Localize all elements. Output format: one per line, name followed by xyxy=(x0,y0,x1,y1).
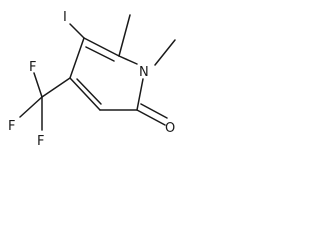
bond-n1-c6 xyxy=(118,55,138,65)
atom-fluorine-bottom: F xyxy=(37,134,44,149)
bond-c6-c5-inner xyxy=(85,46,115,62)
bond-c4-c3-inner xyxy=(76,78,102,105)
bond-n1-methyl xyxy=(154,39,176,66)
bond-cf3-fluorine-left xyxy=(19,96,43,118)
bond-cf3-fluorine-top xyxy=(33,72,43,98)
atom-oxygen: O xyxy=(165,121,175,136)
atom-nitrogen: N xyxy=(139,65,149,80)
bond-c6-methyl xyxy=(118,14,131,57)
bond-c4-cf3 xyxy=(41,77,71,98)
bond-c5-iodine xyxy=(69,23,85,39)
atom-fluorine-top: F xyxy=(29,60,36,75)
atom-fluorine-left: F xyxy=(8,119,15,134)
bond-c2-n1 xyxy=(136,78,144,111)
substituent-bonds xyxy=(19,14,176,131)
structure-diagram: I N O F F F xyxy=(8,10,176,149)
bond-c5-c4 xyxy=(69,37,85,79)
bond-c2-oxygen xyxy=(136,109,166,126)
bond-c6-c5 xyxy=(83,37,120,57)
bond-c4-c3 xyxy=(69,77,101,111)
atom-iodine: I xyxy=(63,10,67,25)
bond-c2-oxygen-inner xyxy=(140,103,168,119)
atom-labels: I N O F F F xyxy=(8,10,175,149)
ring-bonds xyxy=(69,37,144,111)
